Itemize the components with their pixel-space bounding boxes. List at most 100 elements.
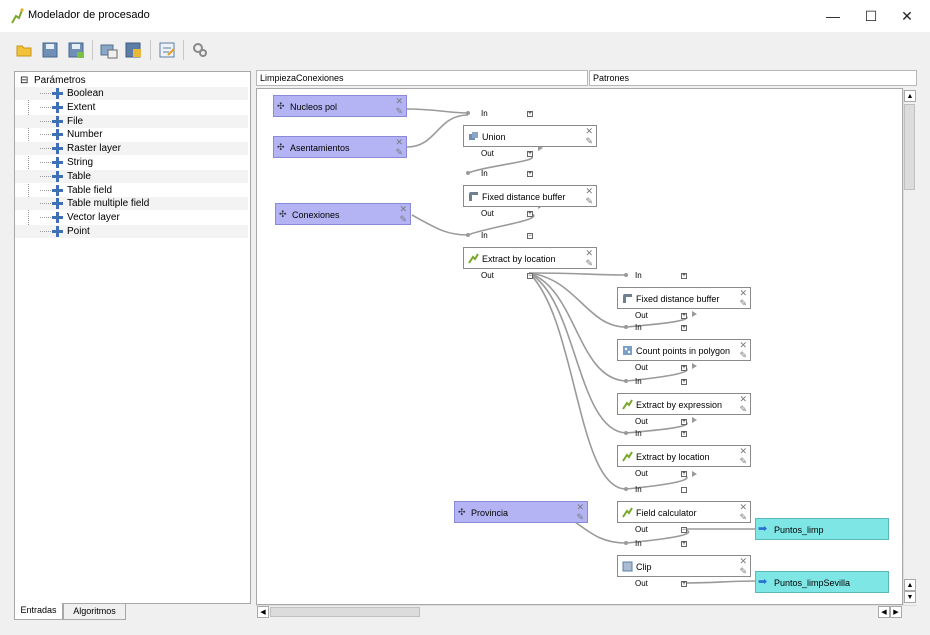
collapse-icon[interactable]: ⊟ [20, 75, 29, 86]
port-in[interactable]: In [635, 485, 642, 494]
remove-node-icon[interactable]: ✕ [739, 502, 747, 512]
parameter-item[interactable]: String [15, 156, 248, 169]
port-collapse-icon[interactable] [681, 487, 687, 493]
port-in[interactable]: In [635, 429, 642, 438]
export-python-icon[interactable] [124, 40, 144, 60]
port-out[interactable]: Out [635, 469, 648, 478]
port-in[interactable]: In [481, 231, 488, 240]
edit-node-icon[interactable]: ✎ [585, 258, 593, 268]
output-node-puntos-limp[interactable]: ➡ Puntos_limp [755, 518, 889, 540]
parameter-item[interactable]: Vector layer [15, 211, 248, 224]
model-canvas[interactable]: ✣ Nucleos pol ✕ ✎ ✣ Asentamientos ✕ ✎ ✣ … [256, 88, 903, 605]
run-model-icon[interactable] [190, 40, 210, 60]
horizontal-scrollbar[interactable] [256, 605, 917, 619]
input-node-nucleos-pol[interactable]: ✣ Nucleos pol ✕ ✎ [273, 95, 407, 117]
port-expand-icon[interactable]: + [681, 313, 687, 319]
remove-node-icon[interactable]: ✕ [739, 556, 747, 566]
parameter-item[interactable]: Point [15, 225, 248, 238]
edit-node-icon[interactable]: ✎ [739, 350, 747, 360]
model-name-input[interactable]: LimpiezaConexiones [256, 70, 588, 86]
port-in[interactable]: In [481, 169, 488, 178]
parameter-item[interactable]: Number [15, 128, 248, 141]
scroll-left-arrow-icon[interactable]: ◀ [257, 606, 269, 618]
port-expand-icon[interactable]: + [681, 471, 687, 477]
port-out[interactable]: Out [635, 363, 648, 372]
parameter-item[interactable]: File [15, 114, 248, 128]
minimize-button[interactable]: — [826, 8, 840, 24]
edit-node-icon[interactable]: ✎ [739, 456, 747, 466]
port-collapse-icon[interactable]: − [527, 273, 533, 279]
scroll-right-arrow-icon[interactable]: ▶ [890, 606, 902, 618]
export-image-icon[interactable] [99, 40, 119, 60]
remove-node-icon[interactable]: ✕ [585, 126, 593, 136]
port-collapse-icon[interactable]: − [681, 527, 687, 533]
tab-algorithms[interactable]: Algoritmos [63, 603, 126, 620]
scroll-up-arrow-icon[interactable]: ▲ [904, 90, 916, 102]
port-out[interactable]: Out [481, 209, 494, 218]
output-node-puntos-limp-sevilla[interactable]: ➡ Puntos_limpSevilla [755, 571, 889, 593]
vertical-scroll-thumb[interactable] [904, 104, 915, 190]
scroll-down-arrow-icon[interactable]: ▼ [904, 591, 916, 603]
edit-node-icon[interactable]: ✎ [739, 404, 747, 414]
parameter-item[interactable]: Table field [15, 184, 248, 197]
remove-node-icon[interactable]: ✕ [739, 446, 747, 456]
port-expand-icon[interactable]: + [527, 151, 533, 157]
port-expand-icon[interactable]: + [681, 273, 687, 279]
parameter-item[interactable]: Table multiple field [15, 197, 248, 211]
input-node-provincia[interactable]: ✣ Provincia ✕ ✎ [454, 501, 588, 523]
port-in[interactable]: In [635, 271, 642, 280]
port-expand-icon[interactable]: + [681, 325, 687, 331]
edit-node-icon[interactable]: ✎ [395, 106, 403, 116]
port-expand-icon[interactable]: + [681, 541, 687, 547]
parameter-item[interactable]: Boolean [15, 87, 248, 100]
port-out[interactable]: Out [635, 525, 648, 534]
port-expand-icon[interactable]: + [681, 365, 687, 371]
open-model-icon[interactable] [14, 40, 34, 60]
scroll-left-arrow-icon[interactable]: ◀ [878, 606, 890, 618]
parameter-item[interactable]: Extent [15, 101, 248, 114]
edit-node-icon[interactable]: ✎ [395, 147, 403, 157]
close-button[interactable]: ✕ [901, 8, 913, 24]
remove-node-icon[interactable]: ✕ [585, 248, 593, 258]
remove-node-icon[interactable]: ✕ [399, 204, 407, 214]
model-group-input[interactable]: Patrones [589, 70, 917, 86]
remove-node-icon[interactable]: ✕ [395, 137, 403, 147]
algorithm-node-extract-by-location[interactable]: Extract by location ✕ ✎ [463, 247, 597, 269]
input-node-conexiones[interactable]: ✣ Conexiones ✕ ✎ [275, 203, 411, 225]
port-expand-icon[interactable]: + [681, 431, 687, 437]
vertical-scrollbar[interactable] [903, 89, 917, 605]
remove-node-icon[interactable]: ✕ [395, 96, 403, 106]
remove-node-icon[interactable]: ✕ [739, 288, 747, 298]
algorithm-node-count-points-in-polygon[interactable]: Count points in polygon ✕ ✎ [617, 339, 751, 361]
port-in[interactable]: In [481, 109, 488, 118]
parameters-root[interactable]: ⊟ Parámetros [16, 74, 249, 87]
algorithm-node-extract-by-expression[interactable]: Extract by expression ✕ ✎ [617, 393, 751, 415]
algorithm-node-union[interactable]: Union ✕ ✎ [463, 125, 597, 147]
port-out[interactable]: Out [481, 271, 494, 280]
edit-help-icon[interactable] [157, 40, 177, 60]
maximize-button[interactable]: ☐ [864, 8, 878, 24]
save-model-icon[interactable] [40, 40, 60, 60]
port-out[interactable]: Out [635, 579, 648, 588]
edit-node-icon[interactable]: ✎ [399, 214, 407, 224]
input-node-asentamientos[interactable]: ✣ Asentamientos ✕ ✎ [273, 136, 407, 158]
port-in[interactable]: In [635, 377, 642, 386]
port-out[interactable]: Out [635, 311, 648, 320]
algorithm-node-fixed-distance-buffer[interactable]: Fixed distance buffer ✕ ✎ [463, 185, 597, 207]
edit-node-icon[interactable]: ✎ [739, 566, 747, 576]
edit-node-icon[interactable]: ✎ [739, 298, 747, 308]
save-as-icon[interactable] [66, 40, 86, 60]
tab-inputs[interactable]: Entradas [14, 603, 63, 620]
algorithm-node-clip[interactable]: Clip ✕ ✎ [617, 555, 751, 577]
parameter-item[interactable]: Raster layer [15, 142, 248, 156]
edit-node-icon[interactable]: ✎ [585, 136, 593, 146]
port-in[interactable]: In [635, 539, 642, 548]
edit-node-icon[interactable]: ✎ [576, 512, 584, 522]
port-expand-icon[interactable]: + [681, 379, 687, 385]
edit-node-icon[interactable]: ✎ [585, 196, 593, 206]
horizontal-scroll-thumb[interactable] [270, 607, 420, 617]
remove-node-icon[interactable]: ✕ [739, 394, 747, 404]
parameter-item[interactable]: Table [15, 169, 248, 183]
port-expand-icon[interactable]: + [527, 111, 533, 117]
port-collapse-icon[interactable]: − [527, 233, 533, 239]
